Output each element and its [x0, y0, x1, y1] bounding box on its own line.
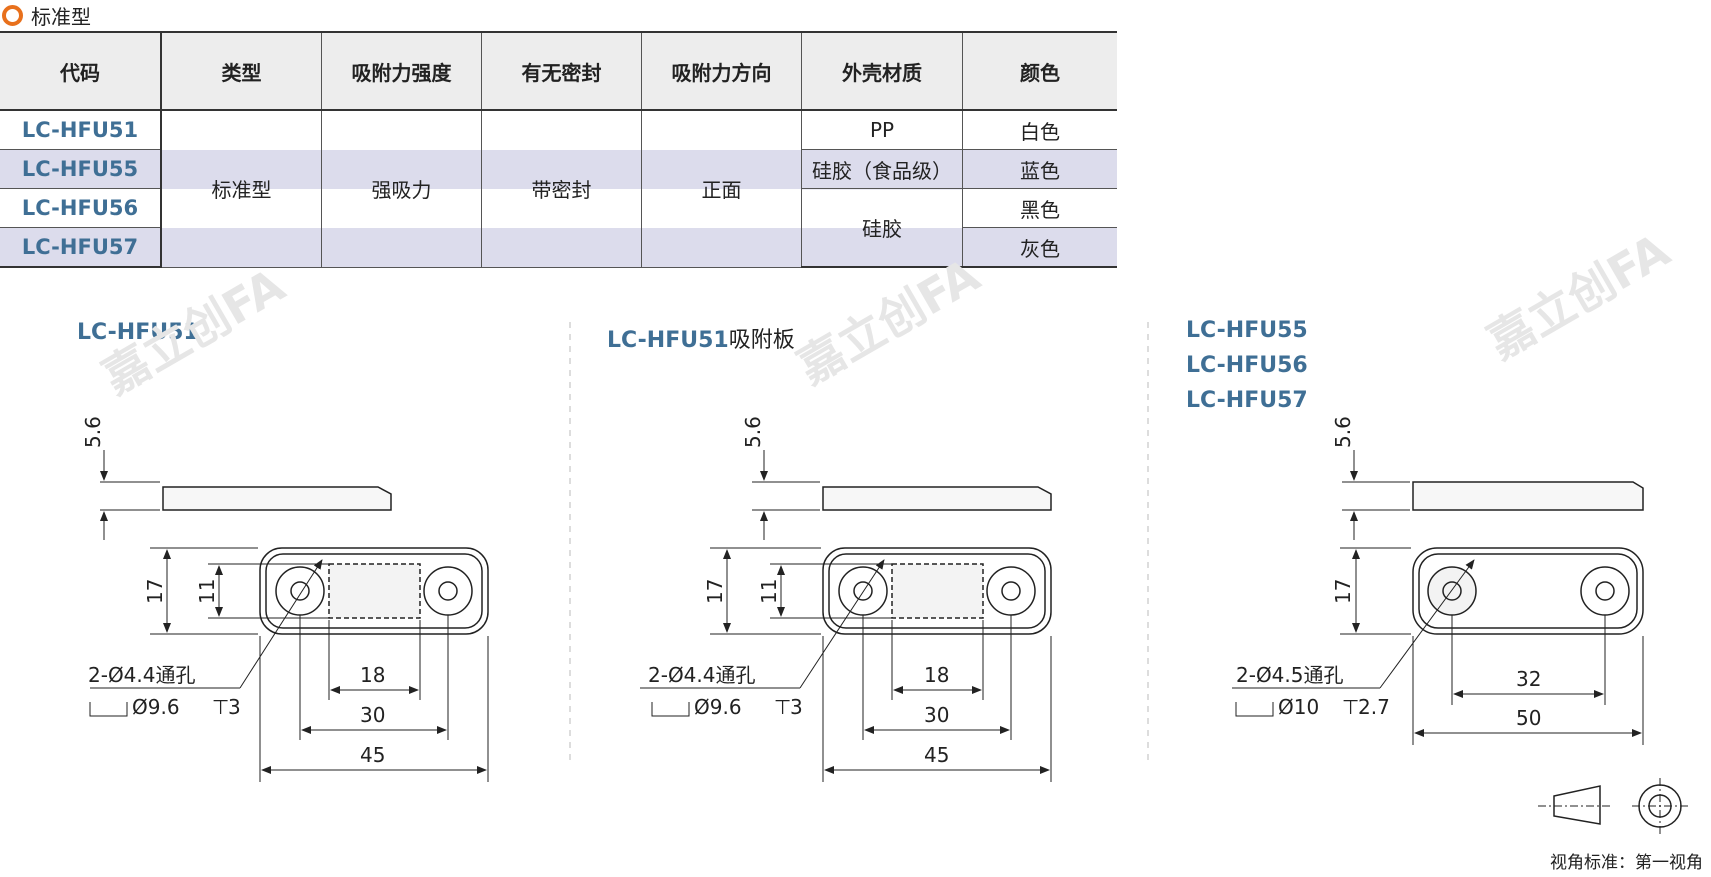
drawing-2-text: 5.6 17 11 18 30 45 2-Ø4.4通孔 Ø9.6 ⊤ 3	[648, 416, 949, 767]
seal-cell: 带密封	[481, 110, 642, 268]
drawing-2-label: LC-HFU51吸附板	[607, 328, 795, 353]
svg-text:5.6: 5.6	[1331, 416, 1355, 448]
svg-text:18: 18	[924, 663, 949, 687]
svg-text:Ø9.6: Ø9.6	[132, 695, 180, 719]
section-title: 标准型	[0, 0, 91, 30]
th-shell: 外壳材质	[801, 31, 963, 111]
drawing-3-label-c: LC-HFU57	[1186, 388, 1308, 413]
drawing-3-label-b: LC-HFU56	[1186, 353, 1308, 378]
svg-text:嘉立创FA: 嘉立创FA	[1479, 223, 1679, 370]
svg-text:⊤: ⊤	[1342, 695, 1359, 719]
svg-text:18: 18	[360, 663, 385, 687]
svg-text:嘉立创FA: 嘉立创FA	[94, 258, 294, 405]
color-cell: 灰色	[962, 227, 1117, 268]
direction-cell: 正面	[641, 110, 802, 268]
th-type: 类型	[160, 31, 322, 111]
table-row: LC-HFU57 灰色	[0, 227, 1117, 268]
th-seal: 有无密封	[481, 31, 642, 111]
svg-text:2-Ø4.4通孔: 2-Ø4.4通孔	[648, 663, 756, 687]
svg-text:11: 11	[757, 579, 781, 604]
svg-text:5.6: 5.6	[81, 416, 105, 448]
svg-text:⊤: ⊤	[212, 695, 229, 719]
svg-text:17: 17	[143, 579, 167, 604]
table-header-row: 代码 类型 吸附力强度 有无密封 吸附力方向 外壳材质 颜色	[0, 31, 1117, 111]
spec-table: 代码 类型 吸附力强度 有无密封 吸附力方向 外壳材质 颜色 LC-HFU51 …	[0, 31, 1117, 268]
drawing-1	[89, 450, 489, 782]
table-row: LC-HFU56 硅胶 黑色	[0, 188, 1117, 268]
code-cell: LC-HFU55	[0, 149, 162, 189]
drawing-1-text: 5.6 17 11 18 30 45 2-Ø4.4通孔 Ø9.6 ⊤ 3	[81, 416, 385, 767]
svg-text:2-Ø4.4通孔: 2-Ø4.4通孔	[88, 663, 196, 687]
th-code: 代码	[0, 31, 162, 111]
svg-text:3: 3	[228, 695, 241, 719]
svg-text:45: 45	[360, 743, 385, 767]
shell-cell: PP	[801, 110, 963, 150]
svg-text:2-Ø4.5通孔: 2-Ø4.5通孔	[1236, 663, 1344, 687]
watermark: 嘉立创FA 嘉立创FA 嘉立创FA	[94, 223, 1679, 405]
shell-cell: 硅胶	[801, 188, 963, 268]
th-color: 颜色	[962, 31, 1117, 111]
drawing-2	[640, 450, 1052, 782]
drawing-3-text: 5.6 17 32 50 2-Ø4.5通孔 Ø10 ⊤ 2.7	[1236, 416, 1541, 730]
drawing-3	[1232, 450, 1644, 745]
section-title-text: 标准型	[31, 4, 91, 29]
svg-text:5.6: 5.6	[741, 416, 765, 448]
table-row: LC-HFU51 标准型 强吸力 带密封 正面 PP 白色	[0, 110, 1117, 268]
svg-text:17: 17	[1331, 579, 1355, 604]
section-ring-icon	[2, 4, 23, 26]
svg-text:32: 32	[1516, 667, 1541, 691]
svg-text:嘉立创FA: 嘉立创FA	[789, 248, 989, 395]
projection-symbol-icon	[1538, 778, 1688, 834]
drawing-1-label: LC-HFU51	[77, 320, 199, 345]
strength-cell: 强吸力	[321, 110, 482, 268]
svg-text:30: 30	[360, 703, 385, 727]
color-cell: 黑色	[962, 188, 1117, 228]
code-cell: LC-HFU56	[0, 188, 162, 228]
shell-cell: 硅胶（食品级）	[801, 149, 963, 189]
code-cell: LC-HFU51	[0, 110, 162, 150]
th-strength: 吸附力强度	[321, 31, 482, 111]
svg-text:11: 11	[195, 579, 219, 604]
drawing-3-label-a: LC-HFU55	[1186, 318, 1308, 343]
svg-text:3: 3	[790, 695, 803, 719]
table-row: LC-HFU55 硅胶（食品级） 蓝色	[0, 149, 1117, 189]
type-cell: 标准型	[160, 110, 322, 268]
svg-text:2.7: 2.7	[1358, 695, 1390, 719]
svg-text:⊤: ⊤	[774, 695, 791, 719]
svg-text:Ø10: Ø10	[1278, 695, 1319, 719]
color-cell: 蓝色	[962, 149, 1117, 189]
code-cell: LC-HFU57	[0, 227, 162, 268]
svg-text:30: 30	[924, 703, 949, 727]
svg-text:Ø9.6: Ø9.6	[694, 695, 742, 719]
color-cell: 白色	[962, 110, 1117, 150]
th-direction: 吸附力方向	[641, 31, 802, 111]
svg-text:50: 50	[1516, 706, 1541, 730]
svg-text:45: 45	[924, 743, 949, 767]
projection-footnote: 视角标准：第一视角	[1550, 853, 1703, 873]
svg-text:17: 17	[703, 579, 727, 604]
